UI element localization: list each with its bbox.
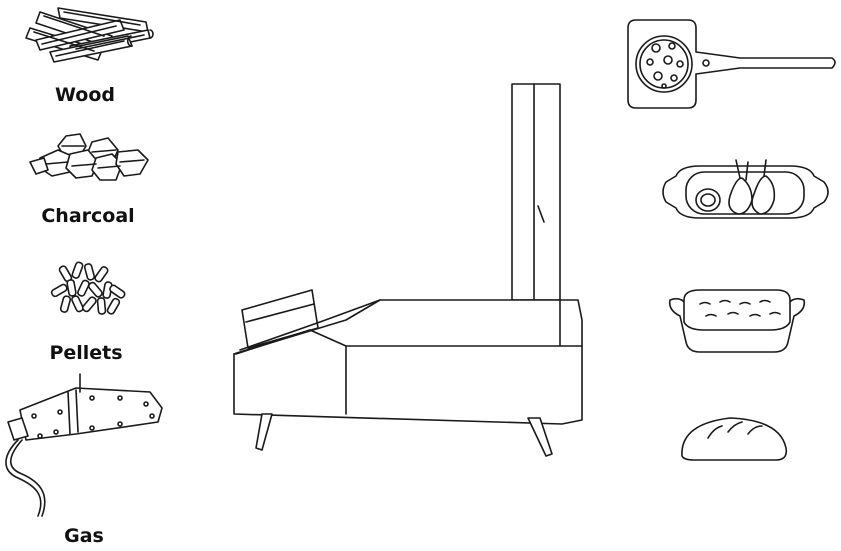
chimney <box>512 84 560 300</box>
pellets-icon <box>51 261 126 314</box>
gas-burner-icon <box>6 374 162 516</box>
charcoal-icon <box>30 134 148 180</box>
pizza-on-peel-icon <box>628 20 835 108</box>
wood-logs-icon <box>26 8 153 62</box>
roast-dish-icon <box>663 160 828 218</box>
bread-loaf-icon <box>682 418 786 460</box>
casserole-dish-icon <box>670 290 805 352</box>
front-leg <box>256 414 272 450</box>
pizza-oven <box>234 84 582 456</box>
